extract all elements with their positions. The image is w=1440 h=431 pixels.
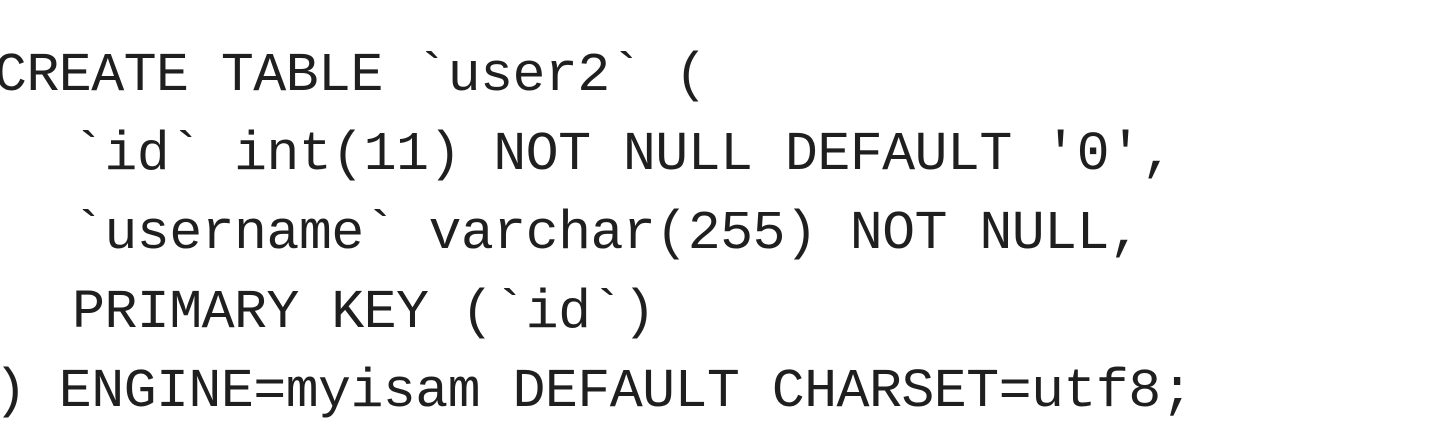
- code-line-id-column: `id` int(11) NOT NULL DEFAULT '0',: [72, 123, 1174, 186]
- code-line-primary-key: PRIMARY KEY (`id`): [72, 281, 656, 344]
- code-line-engine-charset: ) ENGINE=myisam DEFAULT CHARSET=utf8;: [0, 360, 1194, 423]
- code-line-username-column: `username` varchar(255) NOT NULL,: [72, 202, 1142, 265]
- sql-code-block: CREATE TABLE `user2` ( `id` int(11) NOT N…: [0, 36, 1194, 431]
- code-line-create-table: CREATE TABLE `user2` (: [0, 44, 708, 107]
